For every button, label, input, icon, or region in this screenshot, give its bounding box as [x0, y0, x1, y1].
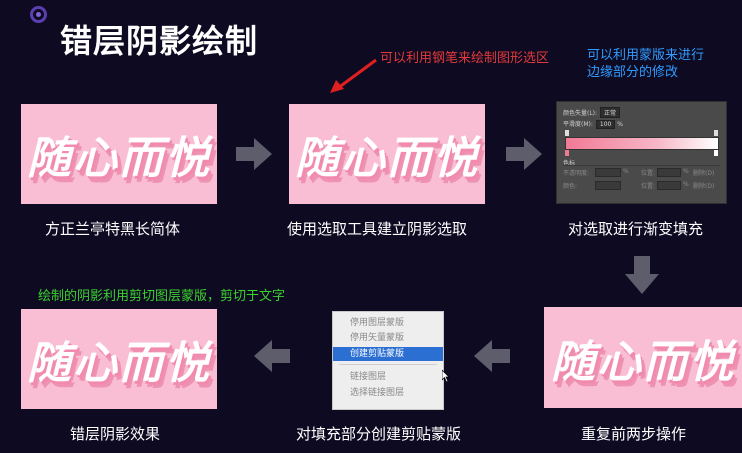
step1-caption: 方正兰亭特黑长简体 — [45, 220, 181, 238]
color-stop-left[interactable] — [565, 150, 569, 156]
arrow-left-icon — [254, 340, 290, 372]
step5-caption: 对填充部分创建剪贴蒙版 — [296, 425, 462, 443]
opacity-label: 平滑度(M): — [563, 121, 593, 128]
gradient-bar[interactable] — [565, 137, 719, 150]
red-pointer-arrow-icon — [330, 58, 377, 93]
mask-annotation: 可以利用蒙版来进行 边缘部分的修改 — [587, 47, 704, 81]
location-label: 位置: — [641, 183, 656, 190]
panel-text: 随心而悦 — [27, 133, 211, 184]
mask-annotation-line1: 可以利用蒙版来进行 — [587, 48, 705, 63]
delete-button[interactable]: 删除(D) — [693, 170, 715, 177]
step3-caption: 对选取进行渐变填充 — [568, 220, 704, 238]
mouse-cursor-icon — [442, 370, 450, 382]
mode-select[interactable]: 正常 — [600, 107, 621, 118]
arrow-down-icon — [625, 256, 659, 294]
step4-caption: 重复前两步操作 — [581, 425, 687, 443]
pct-sign: % — [683, 181, 689, 188]
delete-button[interactable]: 删除(D) — [693, 183, 715, 190]
menu-item-create-clipping-mask[interactable]: 创建剪贴蒙版 — [333, 347, 443, 361]
step2-caption: 使用选取工具建立阴影选取 — [287, 220, 468, 238]
step2-panel: 随心而悦 — [289, 104, 485, 204]
pct-sign: % — [683, 168, 689, 175]
opacity-unit: % — [617, 121, 623, 128]
mode-label: 颜色失量(L): — [563, 110, 598, 117]
arrow-right-icon — [236, 138, 272, 170]
panel-text: 随心而悦 — [295, 133, 479, 184]
opacity-stop-left[interactable] — [565, 130, 569, 136]
stop-color-field[interactable] — [595, 181, 621, 190]
arrow-left-icon — [474, 340, 510, 372]
menu-item-disable-vector-mask[interactable]: 停用矢量蒙版 — [350, 333, 405, 343]
step1-panel: 随心而悦 — [21, 104, 217, 204]
final-effect-panel: 随心而悦 — [21, 309, 217, 409]
logo-ring-icon — [30, 6, 47, 23]
gradient-editor-dialog: 颜色失量(L):正常 平滑度(M):100 % 色标 不透明度: % 位置: %… — [556, 101, 727, 204]
stop-opacity-label: 不透明度: — [563, 170, 590, 177]
menu-separator — [339, 364, 437, 365]
step6-caption: 错层阴影效果 — [70, 425, 161, 443]
clip-annotation: 绘制的阴影利用剪切图层蒙版，剪切于文字 — [38, 289, 286, 304]
location-label: 位置: — [641, 170, 656, 177]
location-field[interactable] — [657, 168, 681, 177]
step4-panel: 随心而悦 — [544, 307, 742, 408]
panel-text: 随心而悦 — [551, 336, 735, 388]
arrow-right-icon — [506, 138, 542, 170]
stop-opacity-field[interactable] — [595, 168, 621, 177]
menu-item-select-linked-layers[interactable]: 选择链接图层 — [350, 388, 405, 398]
stop-color-label: 颜色: — [563, 183, 578, 190]
pct-sign: % — [623, 168, 629, 175]
mask-annotation-line2: 边缘部分的修改 — [587, 65, 679, 80]
location-field[interactable] — [657, 181, 681, 190]
pen-annotation: 可以利用钢笔来绘制图形选区 — [380, 51, 550, 66]
menu-item-link-layers[interactable]: 链接图层 — [350, 372, 387, 382]
opacity-stop-right[interactable] — [714, 130, 718, 136]
dialog-divider — [563, 165, 720, 166]
panel-text: 随心而悦 — [27, 338, 211, 389]
page-title: 错层阴影绘制 — [60, 22, 259, 60]
stops-section-label: 色标 — [563, 160, 576, 167]
menu-item-disable-layer-mask[interactable]: 停用图层蒙版 — [350, 318, 405, 328]
layer-context-menu: 停用图层蒙版 停用矢量蒙版 创建剪贴蒙版 链接图层 选择链接图层 — [332, 311, 444, 410]
opacity-input[interactable]: 100 — [595, 120, 616, 129]
color-stop-right[interactable] — [714, 150, 718, 156]
